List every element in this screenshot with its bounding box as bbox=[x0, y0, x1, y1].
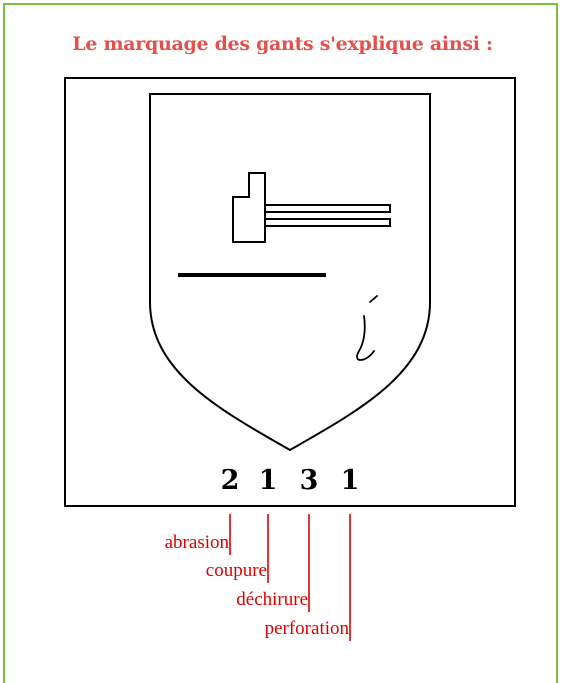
rating-digit-déchirure: 3 bbox=[300, 465, 319, 496]
rating-label-déchirure: déchirure bbox=[236, 589, 308, 610]
info-icon bbox=[356, 295, 378, 361]
page-frame bbox=[3, 3, 558, 683]
rating-digit-perforation: 1 bbox=[341, 465, 360, 496]
rating-label-abrasion: abrasion bbox=[165, 532, 230, 553]
pictogram-box bbox=[64, 77, 516, 507]
rating-digit-coupure: 1 bbox=[259, 465, 278, 496]
rating-label-coupure: coupure bbox=[206, 560, 267, 581]
rating-label-perforation: perforation bbox=[265, 618, 350, 639]
hammer-icon bbox=[232, 172, 391, 243]
rating-digit-abrasion: 2 bbox=[221, 465, 240, 496]
page-title: Le marquage des gants s'explique ainsi : bbox=[72, 33, 493, 55]
shield-outline bbox=[149, 93, 431, 452]
